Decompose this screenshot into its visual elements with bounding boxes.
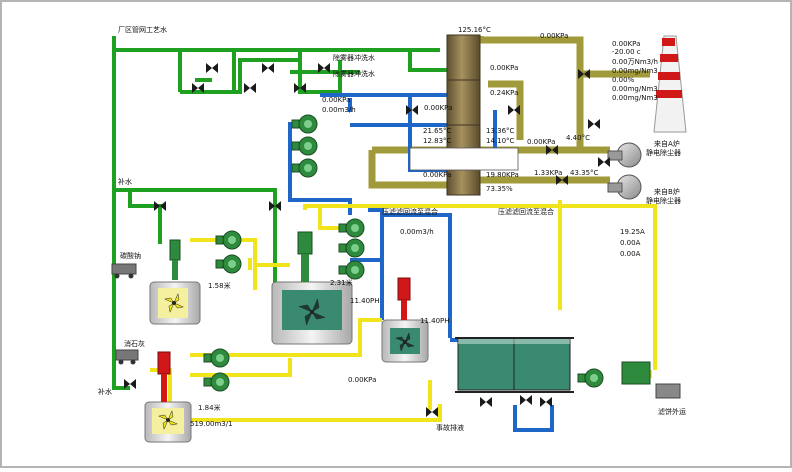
chimney-stack xyxy=(653,35,687,133)
level-tank-3: 1.84米 xyxy=(198,403,221,412)
valve-18[interactable] xyxy=(520,395,532,405)
agitator-main xyxy=(298,298,326,326)
demister-flush-label-1: 除雾器冲洗水 xyxy=(333,53,375,62)
desulfurization-tower xyxy=(409,34,519,196)
filter-press-return-label: 压滤滤回流至混合 xyxy=(382,207,438,216)
esp-b-label: 来自B炉 xyxy=(654,187,680,196)
right-temp-1: 13.36°C xyxy=(486,127,515,135)
mid-pressure-4: 0.00KPa xyxy=(322,96,350,104)
pump-lime-2[interactable] xyxy=(203,372,230,392)
mid-pressure-2: 0.24KPa xyxy=(490,89,518,97)
esp-a-sub-label: 静电除尘器 xyxy=(646,148,681,157)
tower-top-temp: 125.16°C xyxy=(458,26,491,34)
bottom-pressure: 0.00KPa xyxy=(348,376,376,384)
ph-reading-2: 11.40PH xyxy=(420,317,450,325)
right-temp-2: 14.10°C xyxy=(486,137,515,145)
lime-truck-icon xyxy=(115,349,139,365)
valve-6[interactable] xyxy=(294,83,306,93)
inlet-temp-2: 43.35°C xyxy=(570,169,599,177)
stack-conc-2: 0.00% xyxy=(612,76,635,84)
current-1: 19.25A xyxy=(620,228,645,236)
valve-12[interactable] xyxy=(578,69,590,79)
filter-press xyxy=(455,337,574,393)
inlet-pressure-2: 1.33KPa xyxy=(534,169,562,177)
current-3: 0.00A xyxy=(620,250,641,258)
agitator-carbonate xyxy=(163,292,185,314)
valve-5[interactable] xyxy=(318,63,330,73)
pump-demister-2[interactable] xyxy=(291,136,318,156)
stack-conc-3: 0.00mg/Nm3 xyxy=(612,85,658,93)
valve-7[interactable] xyxy=(154,201,166,211)
sump-pressure: 0.00KPa xyxy=(423,171,451,179)
agitator-ph xyxy=(394,331,416,353)
pump-slurry-1[interactable] xyxy=(338,218,365,238)
plant-water-label: 厂区管网工艺水 xyxy=(118,25,167,34)
makeup-water-label-2: 补水 xyxy=(98,387,112,396)
filter-press-return-label-2: 压滤滤回流至混合 xyxy=(498,207,554,216)
left-temp-2: 12.83°C xyxy=(423,137,452,145)
inlet-temp-1: 4.40°C xyxy=(566,134,590,142)
valve-20[interactable] xyxy=(426,407,438,417)
emergency-drain-label: 事故排液 xyxy=(436,423,464,432)
carbonate-truck-icon xyxy=(111,263,137,279)
demister-flush-label-2: 除雾器冲洗水 xyxy=(333,69,375,78)
valve-19[interactable] xyxy=(540,397,552,407)
stack-pressure: 0.00KPa xyxy=(612,40,640,48)
esp-a-label: 来自A炉 xyxy=(654,139,680,148)
pump-demister-3[interactable] xyxy=(291,158,318,178)
stack-conc-4: 0.00mg/Nm3 xyxy=(612,94,658,102)
mix-flow: 0.00m3/h xyxy=(400,228,434,236)
level-tank-1: 1.58米 xyxy=(208,281,231,290)
quicklime-label: 消石灰 xyxy=(124,339,145,348)
fan-b xyxy=(607,174,642,200)
valve-14[interactable] xyxy=(546,145,558,155)
pump-slurry-2[interactable] xyxy=(338,238,365,258)
flow-m3: 0.00m3/h xyxy=(322,106,356,114)
stack-conc-1: 0.00mg/Nm3 xyxy=(612,67,658,75)
pump-filtrate[interactable] xyxy=(577,368,604,388)
valve-11[interactable] xyxy=(508,105,520,115)
stack-flow: 0.00万Nm3/h xyxy=(612,58,658,66)
pump-demister-1[interactable] xyxy=(291,114,318,134)
stack-temp: -20.00 c xyxy=(612,48,641,56)
valve-17[interactable] xyxy=(480,397,492,407)
flow-tank-3: 519.00m3/1 xyxy=(190,420,233,428)
valve-4[interactable] xyxy=(244,83,256,93)
sludge-out-label: 滤饼外运 xyxy=(658,407,686,416)
valve-13[interactable] xyxy=(588,119,600,129)
tower-level: 73.35% xyxy=(486,185,513,193)
valve-8[interactable] xyxy=(269,201,281,211)
sludge-conveyor xyxy=(621,361,681,399)
valve-10[interactable] xyxy=(406,105,418,115)
valve-15[interactable] xyxy=(556,175,568,185)
valve-9[interactable] xyxy=(124,379,136,389)
pump-lime-1[interactable] xyxy=(203,348,230,368)
top-pressure: 0.00KPa xyxy=(540,32,568,40)
esp-b-sub-label: 静电除尘器 xyxy=(646,196,681,205)
fan-a xyxy=(607,142,642,168)
valve-2[interactable] xyxy=(192,83,204,93)
pump-carbonate-1[interactable] xyxy=(215,230,242,250)
valve-3[interactable] xyxy=(262,63,274,73)
makeup-water-label: 补水 xyxy=(118,177,132,186)
carbonate-label: 碳酸钠 xyxy=(120,251,141,260)
pump-carbonate-2[interactable] xyxy=(215,254,242,274)
mid-pressure-1: 0.00KPa xyxy=(490,64,518,72)
agitator-lime xyxy=(157,409,179,431)
valve-16[interactable] xyxy=(598,157,610,167)
level-small-tank: 2.31米 xyxy=(330,278,353,287)
inlet-pressure-1: 0.00KPa xyxy=(527,138,555,146)
flue-gas-ducts xyxy=(368,36,650,189)
valve-1[interactable] xyxy=(206,63,218,73)
ph-reading-1: 11.40PH xyxy=(350,297,380,305)
mid-pressure-3: 0.00KPa xyxy=(424,104,452,112)
current-2: 0.00A xyxy=(620,239,641,247)
left-temp-1: 21.65°C xyxy=(423,127,452,135)
pump-slurry-3[interactable] xyxy=(338,260,365,280)
sump-pressure-2: 19.80KPa xyxy=(486,171,519,179)
